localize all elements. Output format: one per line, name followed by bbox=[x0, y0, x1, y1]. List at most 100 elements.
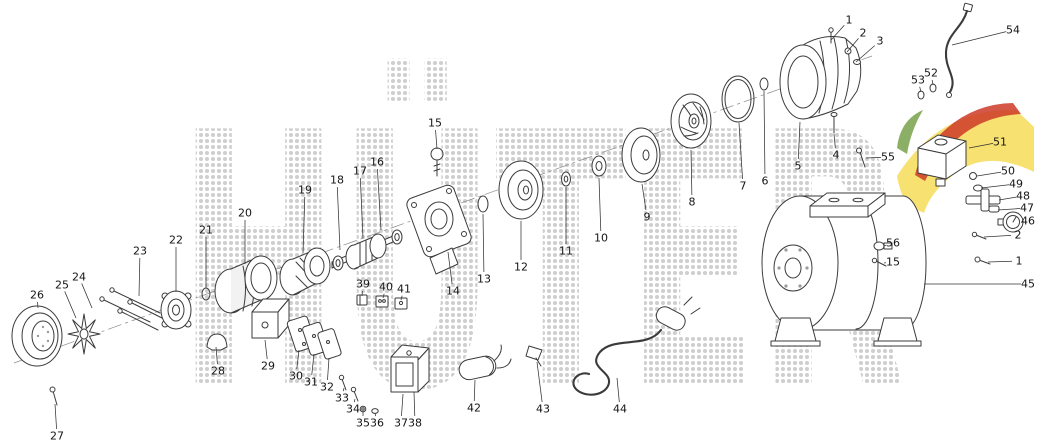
part-number-label: 18 bbox=[330, 174, 344, 187]
part-number-label: 14 bbox=[446, 285, 460, 298]
part-number-label: 53 bbox=[911, 74, 925, 87]
cable-clamp bbox=[206, 333, 228, 351]
part-number-label: 23 bbox=[133, 245, 147, 258]
leader-line bbox=[998, 196, 1017, 201]
washer-10 bbox=[591, 155, 607, 177]
part-number-label: 35 bbox=[356, 417, 370, 430]
terminal-box-cover bbox=[390, 344, 430, 393]
leader-line bbox=[738, 122, 743, 180]
part-number-label: 2 bbox=[1015, 229, 1022, 242]
stator-winding bbox=[279, 247, 331, 296]
part-number-label: 1 bbox=[846, 14, 853, 27]
part-number-label: 41 bbox=[397, 283, 411, 296]
part-number-label: 17 bbox=[353, 165, 367, 178]
part-number-label: 56 bbox=[886, 237, 900, 250]
part-number-label: 25 bbox=[55, 279, 69, 292]
leader-line bbox=[931, 79, 934, 86]
impeller bbox=[670, 93, 712, 149]
part-number-label: 7 bbox=[740, 180, 747, 193]
part-number-label: 1 bbox=[1016, 255, 1023, 268]
leader-line bbox=[797, 121, 801, 160]
part-number-label: 16 bbox=[370, 156, 384, 169]
leader-line bbox=[616, 377, 620, 403]
part-number-label: 32 bbox=[320, 381, 334, 394]
diffuser-plate bbox=[498, 160, 544, 220]
part-number-label: 34 bbox=[346, 403, 360, 416]
motor-bolts bbox=[99, 287, 169, 331]
part-number-label: 28 bbox=[211, 365, 225, 378]
leader-line bbox=[374, 412, 376, 417]
washer-11 bbox=[561, 171, 571, 187]
leader-line bbox=[855, 45, 875, 63]
screw-55 bbox=[856, 147, 866, 168]
leader-line bbox=[343, 387, 345, 392]
leader-line bbox=[413, 391, 416, 417]
part-number-label: 44 bbox=[613, 403, 627, 416]
part-number-label: 30 bbox=[289, 370, 303, 383]
part-number-label: 37 bbox=[394, 417, 408, 430]
leader-line bbox=[833, 133, 836, 149]
leader-line bbox=[976, 171, 1002, 177]
screw-4 bbox=[830, 112, 838, 134]
leader-line bbox=[846, 38, 859, 53]
capacitor bbox=[458, 344, 512, 381]
leader-line bbox=[296, 349, 300, 370]
leader-line bbox=[64, 291, 77, 319]
part-number-label: 40 bbox=[379, 281, 393, 294]
cover-plates bbox=[286, 315, 342, 360]
part-number-label: 13 bbox=[477, 273, 491, 286]
fan-cover bbox=[11, 305, 63, 367]
leader-line bbox=[830, 24, 845, 41]
part-number-label: 6 bbox=[762, 175, 769, 188]
pressure-switch bbox=[917, 134, 967, 187]
bolt-2 bbox=[971, 231, 987, 240]
ejector-disc bbox=[621, 127, 661, 183]
pressure-tank bbox=[761, 192, 927, 347]
part-number-label: 8 bbox=[689, 196, 696, 209]
o-ring-small bbox=[477, 195, 489, 213]
part-number-label: 11 bbox=[559, 245, 573, 258]
part-number-label: 45 bbox=[1021, 278, 1035, 291]
part-number-label: 43 bbox=[536, 403, 550, 416]
leader-line bbox=[598, 177, 602, 232]
leader-line bbox=[763, 90, 766, 175]
leader-line bbox=[377, 168, 382, 231]
leader-line bbox=[336, 186, 341, 251]
motor-end-bracket bbox=[160, 290, 192, 330]
part-number-label: 39 bbox=[356, 278, 370, 291]
leader-line bbox=[447, 251, 453, 285]
part-number-label: 29 bbox=[261, 360, 275, 373]
part-number-label: 46 bbox=[1021, 215, 1035, 228]
ring-52 bbox=[929, 83, 937, 93]
leader-line bbox=[951, 31, 1007, 46]
five-way-fitting bbox=[965, 172, 1001, 213]
leader-line bbox=[641, 183, 647, 211]
part-number-label: 36 bbox=[370, 417, 384, 430]
part-number-label: 22 bbox=[169, 234, 183, 247]
part-number-label: 47 bbox=[1020, 202, 1034, 215]
leader-line bbox=[690, 149, 693, 196]
leader-line bbox=[919, 86, 922, 93]
leader-line bbox=[473, 379, 476, 402]
part-number-label: 15 bbox=[428, 117, 442, 130]
parts-drawing bbox=[11, 2, 1024, 414]
part-number-label: 5 bbox=[795, 160, 802, 173]
part-number-label: 21 bbox=[199, 224, 213, 237]
part-number-label: 20 bbox=[238, 207, 252, 220]
capacitor-box bbox=[251, 298, 290, 339]
leader-line bbox=[54, 403, 57, 430]
leader-line bbox=[382, 293, 385, 299]
part-number-label: 2 bbox=[860, 27, 867, 40]
part-number-label: 48 bbox=[1016, 190, 1030, 203]
swoosh-green bbox=[897, 110, 923, 154]
part-number-label: 10 bbox=[594, 232, 608, 245]
stator-housing bbox=[214, 255, 278, 314]
leader-line bbox=[327, 357, 330, 381]
ring-6 bbox=[759, 77, 769, 91]
part-number-label: 42 bbox=[467, 402, 481, 415]
leader-line bbox=[435, 129, 438, 150]
ring-53 bbox=[917, 90, 925, 100]
leader-line bbox=[359, 177, 364, 239]
